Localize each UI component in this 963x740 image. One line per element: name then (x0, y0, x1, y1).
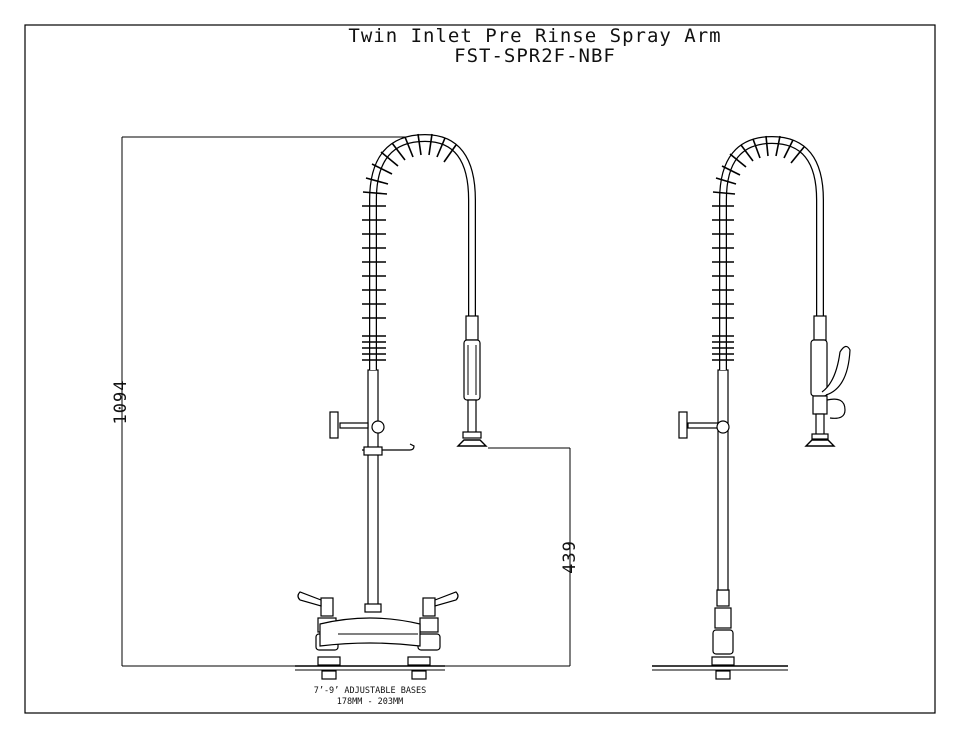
base-note-line1: 7’-9’ ADJUSTABLE BASES (314, 686, 427, 696)
base-note-line2: 178MM - 203MM (337, 697, 404, 707)
drawing-border (24, 24, 936, 714)
dimension-1094-label: 1094 (111, 380, 131, 425)
drawing-title: Twin Inlet Pre Rinse Spray Arm (348, 25, 721, 47)
dimension-overall-height: 1094 (111, 136, 420, 667)
dimension-439-label: 439 (560, 540, 580, 574)
side-view-faucet-icon (652, 135, 851, 680)
model-number: FST-SPR2F-NBF (454, 45, 616, 67)
front-view-faucet-icon (295, 133, 488, 680)
dimension-spray-height: 439 (445, 447, 580, 667)
